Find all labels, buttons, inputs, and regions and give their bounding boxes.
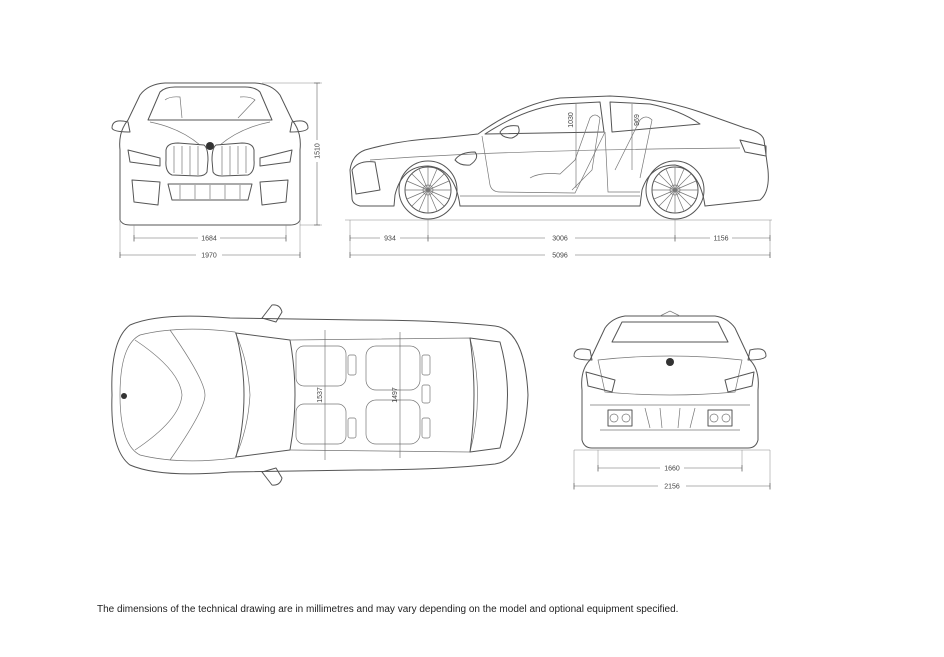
rear-view	[573, 310, 767, 449]
rear-view-dimensions: 1660 2156	[573, 449, 771, 491]
front-headroom-label: 1030	[568, 112, 575, 128]
front-track-label: 1684	[201, 236, 217, 243]
front-overhang-label: 934	[384, 236, 396, 243]
side-view: 1030 969	[345, 95, 772, 221]
rear-overall-width-label: 2156	[664, 484, 680, 491]
front-shoulder-width-label: 1537	[317, 387, 324, 403]
overall-height-label: 1510	[315, 143, 322, 159]
rear-overhang-label: 1156	[713, 236, 728, 243]
rear-shoulder-width-label: 1497	[392, 387, 399, 403]
wheelbase-label: 3006	[552, 236, 568, 243]
front-view-dimensions: 1684 1970 1510	[119, 82, 322, 260]
overall-length-label: 5096	[552, 253, 568, 260]
top-view: 1537 1497	[111, 304, 529, 486]
front-overall-width-label: 1970	[201, 253, 217, 260]
front-view	[111, 82, 309, 226]
rear-track-label: 1660	[664, 466, 680, 473]
rear-headroom-label: 969	[634, 114, 641, 126]
side-view-dimensions: 934 3006 1156 5096	[349, 220, 771, 260]
footnote: The dimensions of the technical drawing …	[97, 604, 679, 615]
